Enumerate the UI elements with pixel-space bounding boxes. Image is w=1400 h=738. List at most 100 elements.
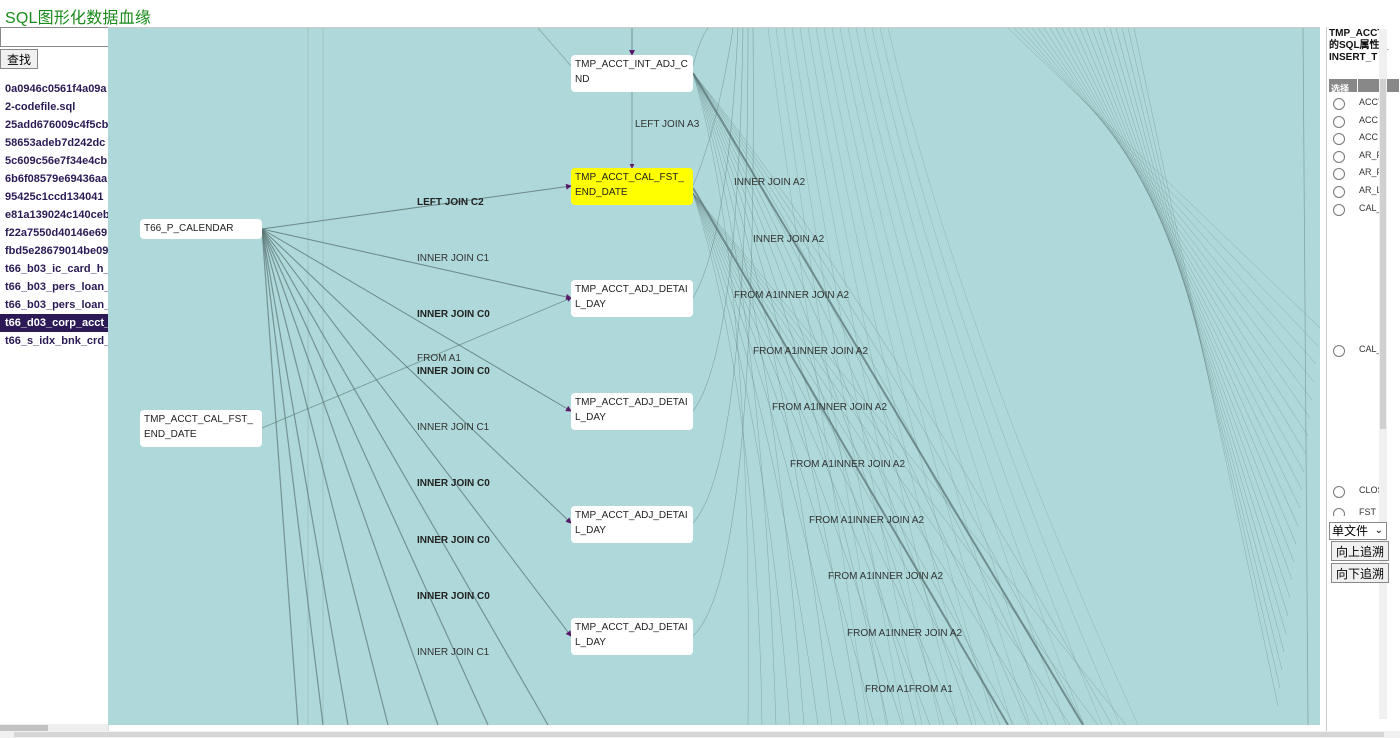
file-item[interactable]: t66_b03_pers_loan_ — [5, 281, 108, 293]
graph-edge — [261, 228, 572, 412]
graph-edge — [692, 72, 1085, 725]
graph-edge — [692, 28, 749, 524]
edge-label: INNER JOIN A2 — [753, 234, 825, 245]
search-input[interactable] — [0, 27, 108, 47]
graph-edge — [692, 192, 791, 725]
graph-edge — [1049, 28, 1307, 455]
file-list-scrollbar[interactable] — [0, 724, 108, 733]
graph-edge — [831, 28, 1013, 725]
field-row[interactable]: CAL_ — [1333, 202, 1399, 218]
node-tmp-acct-cal-fst-end-date-source[interactable]: TMP_ACCT_CAL_FST_END_DATE — [140, 410, 262, 447]
trace-up-button[interactable]: 向上追溯 — [1331, 541, 1389, 561]
graph-edge — [692, 72, 889, 725]
graph-edge — [692, 72, 861, 725]
graph-edge — [692, 72, 1057, 725]
file-item[interactable]: f22a7550d40146e69 — [5, 227, 108, 239]
radio-button[interactable] — [1333, 98, 1345, 110]
field-row[interactable]: ACCT — [1333, 96, 1399, 112]
radio-button[interactable] — [1333, 345, 1345, 357]
file-item[interactable]: 25add676009c4f5cb — [5, 119, 108, 131]
column-header: 选择 — [1329, 79, 1399, 94]
scrollbar-thumb[interactable] — [1380, 79, 1386, 429]
field-name: CAL_ — [1359, 203, 1382, 213]
graph-edge — [823, 28, 995, 725]
graph-edge — [261, 228, 439, 725]
radio-button[interactable] — [1333, 508, 1345, 516]
node-tmp-acct-cal-fst-end-date[interactable]: TMP_ACCT_CAL_FST_END_DATE — [571, 168, 693, 205]
field-row[interactable]: AR_F — [1333, 166, 1399, 182]
graph-edge — [791, 28, 923, 725]
graph-edge — [839, 28, 1031, 725]
search-button[interactable]: 查找 — [0, 49, 38, 69]
graph-edge — [1103, 28, 1289, 617]
file-item[interactable]: 6b6f08579e69436aa — [5, 173, 108, 185]
graph-edge — [692, 187, 1009, 725]
field-row[interactable]: ACC — [1333, 131, 1399, 147]
edge-label: FROM A1INNER JOIN A2 — [790, 459, 906, 470]
file-item[interactable]: t66_s_idx_bnk_crd_ — [5, 335, 108, 347]
radio-button[interactable] — [1333, 151, 1345, 163]
graph-edge — [1037, 28, 1311, 419]
graph-edge — [692, 192, 875, 725]
graph-edge — [887, 28, 1139, 725]
field-row[interactable]: CLOS — [1333, 484, 1399, 500]
field-row[interactable]: ACC — [1333, 114, 1399, 130]
column-divider — [1357, 79, 1358, 92]
graph-edge — [807, 28, 959, 725]
scrollbar-thumb[interactable] — [14, 732, 1384, 737]
graph-edge — [261, 183, 572, 230]
field-row[interactable]: CAL_ — [1333, 343, 1399, 359]
field-row[interactable]: FST_ — [1333, 506, 1399, 516]
file-item[interactable]: 95425c1ccd134041 — [5, 191, 104, 203]
field-row[interactable]: AR_F — [1333, 149, 1399, 165]
graph-edge — [692, 192, 1043, 725]
file-item[interactable]: 5c609c56e7f34e4cb — [5, 155, 108, 167]
field-name: AR_L — [1359, 185, 1382, 195]
radio-button[interactable] — [1333, 204, 1345, 216]
graph-edge — [1121, 28, 1283, 671]
file-item[interactable]: t66_b03_ic_card_h_ — [5, 263, 108, 275]
graph-edge — [1013, 28, 1319, 347]
file-item[interactable]: 2-codefile.sql — [5, 101, 76, 113]
graph-edge — [692, 72, 1029, 725]
graph-edge — [261, 228, 572, 300]
graph-edge — [692, 28, 739, 299]
file-item[interactable]: fbd5e28679014be09 — [5, 245, 108, 257]
properties-scrollbar[interactable] — [1379, 29, 1387, 719]
file-item[interactable]: t66_b03_pers_loan_ — [5, 299, 108, 311]
graph-edge — [692, 72, 777, 725]
graph-edge — [692, 192, 1071, 725]
page-horizontal-scrollbar[interactable] — [0, 731, 1400, 738]
field-name: CLOS — [1359, 485, 1384, 495]
graph-edge — [692, 192, 763, 725]
graph-edge — [1007, 28, 1320, 329]
scrollbar-thumb[interactable] — [0, 725, 48, 732]
trace-down-button[interactable]: 向下追溯 — [1331, 563, 1389, 583]
lineage-graph[interactable]: T66_P_CALENDAR TMP_ACCT_CAL_FST_END_DATE… — [108, 27, 1320, 725]
file-item[interactable]: 58653adeb7d242dc — [5, 137, 106, 149]
node-tmp-acct-adj-detail-day[interactable]: TMP_ACCT_ADJ_DETAIL_DAY — [571, 393, 693, 430]
node-tmp-acct-int-adj-cnd[interactable]: TMP_ACCT_INT_ADJ_CND — [571, 55, 693, 92]
file-mode-select[interactable]: 单文件⌄ — [1329, 522, 1387, 540]
radio-button[interactable] — [1333, 168, 1345, 180]
file-item[interactable]: e81a139024c140ceb — [5, 209, 108, 221]
edge-label: INNER JOIN C1 — [417, 647, 490, 658]
radio-button[interactable] — [1333, 186, 1345, 198]
graph-edge — [692, 192, 1127, 725]
file-item-selected[interactable]: t66_d03_corp_acct_ — [0, 314, 108, 332]
node-tmp-acct-adj-detail-day[interactable]: TMP_ACCT_ADJ_DETAIL_DAY — [571, 280, 693, 317]
radio-button[interactable] — [1333, 116, 1345, 128]
graph-edge — [692, 72, 973, 725]
field-row[interactable]: AR_L — [1333, 184, 1399, 200]
radio-button[interactable] — [1333, 133, 1345, 145]
graph-edge — [261, 228, 349, 725]
node-tmp-acct-adj-detail-day[interactable]: TMP_ACCT_ADJ_DETAIL_DAY — [571, 618, 693, 655]
node-tmp-acct-adj-detail-day[interactable]: TMP_ACCT_ADJ_DETAIL_DAY — [571, 506, 693, 543]
radio-button[interactable] — [1333, 486, 1345, 498]
graph-edge — [863, 28, 1085, 725]
edge-label: FROM A1INNER JOIN A2 — [734, 290, 850, 301]
graph-edge — [1115, 28, 1285, 653]
node-t66-p-calendar[interactable]: T66_P_CALENDAR — [140, 219, 262, 239]
graph-edge — [1097, 28, 1291, 599]
file-item[interactable]: 0a0946c0561f4a09a — [5, 83, 107, 95]
